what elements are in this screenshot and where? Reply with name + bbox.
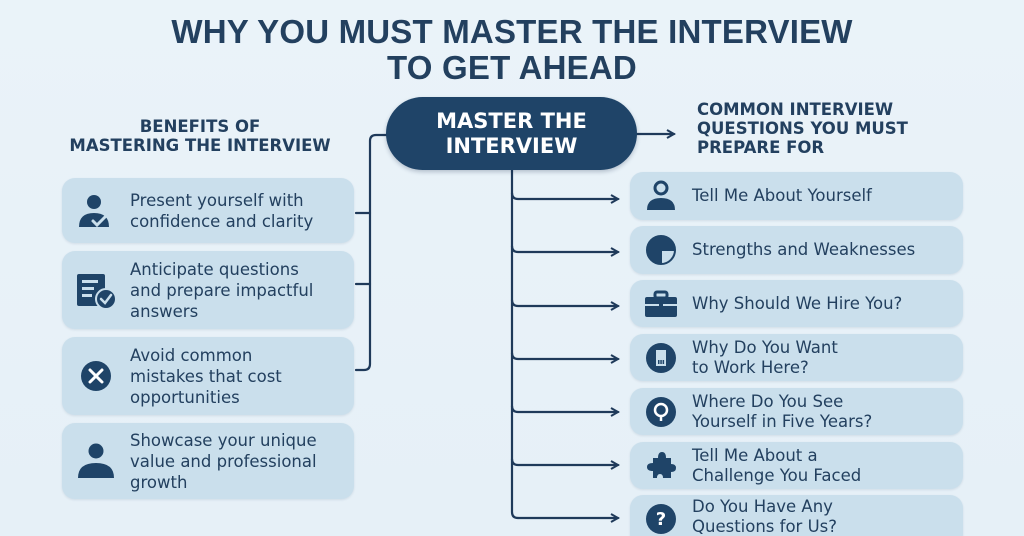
question-text: Where Do You See xyxy=(692,391,844,411)
benefit-text: answers xyxy=(130,301,199,321)
question-text: Yourself in Five Years? xyxy=(692,411,873,431)
benefits-heading: BENEFITS OF MASTERING THE INTERVIEW xyxy=(40,117,360,155)
question-card: Tell Me About Yourself xyxy=(630,172,963,220)
briefcase-icon xyxy=(630,289,692,319)
question-text: Tell Me About a xyxy=(692,445,818,465)
title-line-1: WHY YOU MUST MASTER THE INTERVIEW xyxy=(171,13,853,50)
questions-heading-line-2: QUESTIONS YOU MUST xyxy=(697,119,908,138)
title-line-2: TO GET AHEAD xyxy=(387,49,637,86)
question-text: Strengths and Weaknesses xyxy=(692,240,916,259)
benefit-text: Showcase your unique xyxy=(130,430,317,450)
user-icon xyxy=(62,441,130,481)
svg-text:?: ? xyxy=(656,509,666,530)
benefit-text: growth xyxy=(130,472,188,492)
question-text: Why Do You Want xyxy=(692,337,838,357)
person-icon xyxy=(630,180,692,212)
benefit-text: value and professional xyxy=(130,451,317,471)
pie-chart-icon xyxy=(630,234,692,266)
benefit-text: mistakes that cost xyxy=(130,366,282,386)
benefit-card: Showcase your unique value and professio… xyxy=(62,423,354,499)
page-title: WHY YOU MUST MASTER THE INTERVIEW TO GET… xyxy=(0,14,1024,86)
benefits-heading-line-2: MASTERING THE INTERVIEW xyxy=(69,136,331,155)
center-line-2: INTERVIEW xyxy=(445,133,578,158)
question-text: Challenge You Faced xyxy=(692,465,862,485)
puzzle-icon xyxy=(630,450,692,482)
benefit-text: confidence and clarity xyxy=(130,211,314,231)
questions-heading-line-3: PREPARE FOR xyxy=(697,138,825,157)
benefit-card: Avoid common mistakes that cost opportun… xyxy=(62,337,354,415)
benefits-heading-line-1: BENEFITS OF xyxy=(139,117,261,136)
x-circle-icon xyxy=(62,356,130,396)
benefit-text: Present yourself with xyxy=(130,190,304,210)
question-card: Where Do You See Yourself in Five Years? xyxy=(630,388,963,435)
checklist-icon xyxy=(62,270,130,310)
benefit-card: Present yourself with confidence and cla… xyxy=(62,178,354,243)
question-text: Do You Have Any xyxy=(692,497,833,516)
questions-heading: COMMON INTERVIEW QUESTIONS YOU MUST PREP… xyxy=(697,100,977,157)
benefit-text: opportunities xyxy=(130,387,240,407)
location-pin-icon xyxy=(630,396,692,428)
questions-heading-line-1: COMMON INTERVIEW xyxy=(697,100,894,119)
benefit-text: Avoid common xyxy=(130,345,253,365)
question-text: Why Should We Hire You? xyxy=(692,293,903,313)
user-check-icon xyxy=(62,191,130,231)
question-text: Questions for Us? xyxy=(692,517,838,536)
question-card: Why Do You Want to Work Here? xyxy=(630,334,963,381)
question-card: Why Should We Hire You? xyxy=(630,280,963,327)
center-line-1: MASTER THE xyxy=(436,108,587,133)
master-the-interview-node: MASTER THE INTERVIEW xyxy=(386,97,637,170)
question-text: to Work Here? xyxy=(692,357,809,377)
benefit-text: Anticipate questions xyxy=(130,259,299,279)
question-card: Strengths and Weaknesses xyxy=(630,226,963,274)
question-card: Tell Me About a Challenge You Faced xyxy=(630,442,963,489)
question-icon: ? xyxy=(630,497,692,535)
benefit-text: and prepare impactful xyxy=(130,280,314,300)
question-text: Tell Me About Yourself xyxy=(692,186,872,205)
building-icon xyxy=(630,342,692,374)
benefit-card: Anticipate questions and prepare impactf… xyxy=(62,251,354,329)
question-card: ? Do You Have Any Questions for Us? xyxy=(630,495,963,536)
